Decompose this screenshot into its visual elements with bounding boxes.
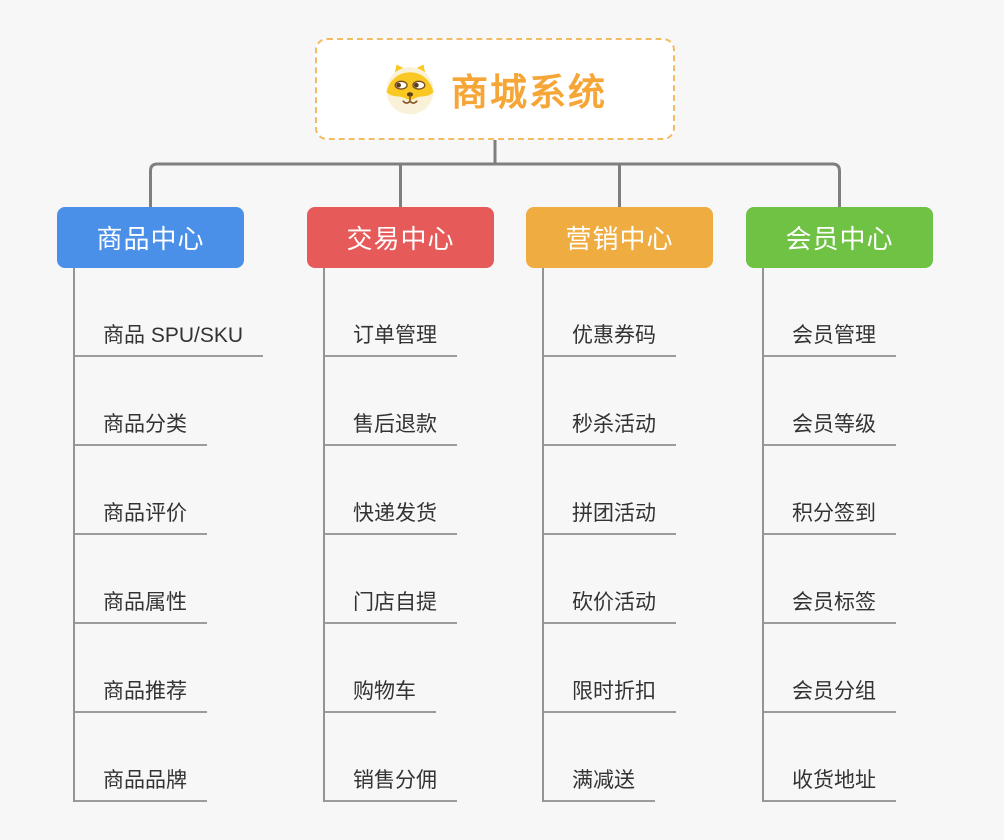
- leaf-topic[interactable]: 会员分组: [764, 624, 896, 713]
- leaf-label: 限时折扣: [572, 680, 656, 703]
- branch-label: 会员中心: [785, 224, 894, 254]
- leaf-topic[interactable]: 商品 SPU/SKU: [75, 268, 264, 357]
- leaf-label: 商品分类: [103, 413, 187, 436]
- leaf-label: 拼团活动: [572, 502, 656, 525]
- leaf-label: 会员标签: [792, 591, 876, 614]
- leaf-label: 商品属性: [103, 591, 187, 614]
- outer-branch-line: [149, 162, 841, 207]
- leaf-topic[interactable]: 商品分类: [75, 357, 207, 446]
- leaf-topic[interactable]: 秒杀活动: [544, 357, 676, 446]
- leaf-topic[interactable]: 拼团活动: [544, 446, 676, 535]
- leaf-topic[interactable]: 商品推荐: [75, 624, 207, 713]
- branch-label: 商品中心: [96, 224, 205, 254]
- leaf-label: 快递发货: [353, 502, 437, 525]
- leaf-label: 门店自提: [353, 591, 437, 614]
- leaf-topic[interactable]: 会员管理: [764, 268, 896, 357]
- leaf-label: 会员管理: [792, 324, 876, 347]
- branch-label: 交易中心: [346, 224, 455, 254]
- leaf-topic[interactable]: 商品属性: [75, 535, 207, 624]
- leaf-label: 秒杀活动: [572, 413, 656, 436]
- branch-node-goods[interactable]: 商品中心: [57, 207, 244, 268]
- leaf-topic[interactable]: 门店自提: [325, 535, 457, 624]
- branch-node-marketing[interactable]: 营销中心: [526, 207, 713, 268]
- leaf-topic[interactable]: 购物车: [325, 624, 436, 713]
- leaf-label: 满减送: [572, 769, 635, 792]
- leaf-label: 砍价活动: [572, 591, 656, 614]
- leaf-label: 收货地址: [792, 769, 876, 792]
- leaf-topic[interactable]: 限时折扣: [544, 624, 676, 713]
- leaf-label: 售后退款: [353, 413, 437, 436]
- branch-node-trade[interactable]: 交易中心: [307, 207, 494, 268]
- leaf-topic[interactable]: 销售分佣: [325, 713, 457, 802]
- leaf-topic[interactable]: 商品评价: [75, 446, 207, 535]
- leaf-label: 积分签到: [792, 502, 876, 525]
- leaf-label: 会员分组: [792, 680, 876, 703]
- leaf-label: 商品 SPU/SKU: [103, 324, 244, 347]
- root-topic[interactable]: 商城系统: [315, 38, 675, 140]
- root-topic-label: 商城系统: [451, 72, 607, 113]
- leaf-column-goods: 商品 SPU/SKU 商品分类 商品评价 商品属性 商品推荐 商品品牌: [73, 268, 264, 802]
- leaf-topic[interactable]: 收货地址: [764, 713, 896, 802]
- leaf-topic[interactable]: 砍价活动: [544, 535, 676, 624]
- leaf-topic[interactable]: 满减送: [544, 713, 655, 802]
- shiba-dog-icon: [386, 64, 434, 115]
- leaf-topic[interactable]: 售后退款: [325, 357, 457, 446]
- branch-node-member[interactable]: 会员中心: [746, 207, 933, 268]
- leaf-label: 商品品牌: [103, 769, 187, 792]
- leaf-column-member: 会员管理 会员等级 积分签到 会员标签 会员分组 收货地址: [762, 268, 896, 802]
- leaf-column-marketing: 优惠券码 秒杀活动 拼团活动 砍价活动 限时折扣 满减送: [542, 268, 676, 802]
- leaf-label: 购物车: [353, 680, 416, 703]
- leaf-topic[interactable]: 会员标签: [764, 535, 896, 624]
- leaf-label: 商品评价: [103, 502, 187, 525]
- leaf-label: 优惠券码: [572, 324, 656, 347]
- leaf-label: 商品推荐: [103, 680, 187, 703]
- branch-label: 营销中心: [565, 224, 674, 254]
- leaf-label: 会员等级: [792, 413, 876, 436]
- leaf-topic[interactable]: 快递发货: [325, 446, 457, 535]
- leaf-topic[interactable]: 商品品牌: [75, 713, 207, 802]
- leaf-label: 销售分佣: [353, 769, 437, 792]
- leaf-topic[interactable]: 订单管理: [325, 268, 457, 357]
- leaf-topic[interactable]: 优惠券码: [544, 268, 676, 357]
- leaf-label: 订单管理: [353, 324, 437, 347]
- leaf-topic[interactable]: 积分签到: [764, 446, 896, 535]
- leaf-column-trade: 订单管理 售后退款 快递发货 门店自提 购物车 销售分佣: [323, 268, 457, 802]
- leaf-topic[interactable]: 会员等级: [764, 357, 896, 446]
